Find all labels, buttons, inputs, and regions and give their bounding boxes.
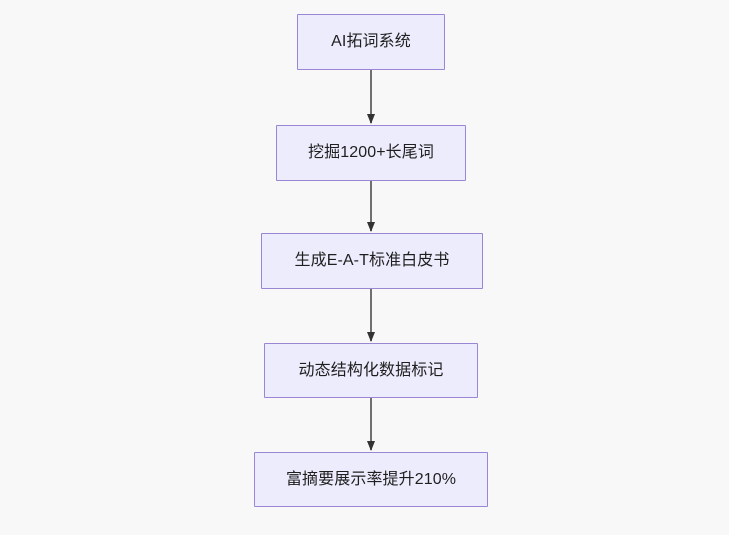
flow-node-label: 富摘要展示率提升210% — [285, 470, 457, 488]
flow-node-label: 生成E-A-T标准白皮书 — [294, 252, 450, 270]
flow-node-rich-snippet-result[interactable]: 富摘要展示率提升210% — [254, 452, 488, 507]
flow-node-ai-keyword-system[interactable]: AI拓词系统 — [297, 14, 445, 70]
flow-node-structured-data-markup[interactable]: 动态结构化数据标记 — [264, 343, 478, 398]
flow-node-label: 挖掘1200+长尾词 — [308, 144, 434, 162]
flow-node-label: AI拓词系统 — [331, 33, 411, 51]
flow-node-label: 动态结构化数据标记 — [298, 361, 444, 379]
flow-node-eat-whitepaper[interactable]: 生成E-A-T标准白皮书 — [261, 233, 483, 289]
flow-node-longtail-keywords[interactable]: 挖掘1200+长尾词 — [276, 125, 466, 181]
